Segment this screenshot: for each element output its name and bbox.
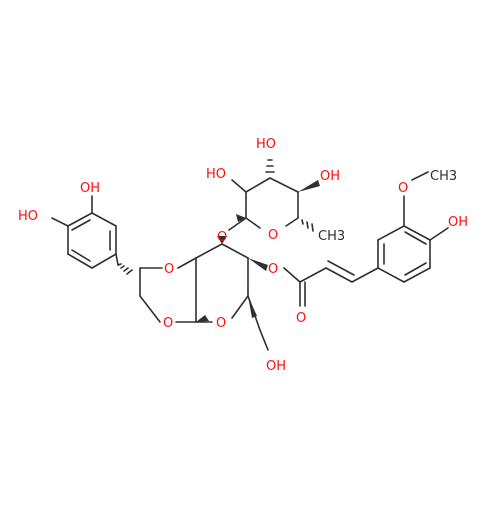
bond [301,219,304,225]
atom-label-o: O [268,262,278,277]
bond [139,295,161,323]
bond [245,177,271,193]
bond [228,217,247,231]
bond [311,223,314,232]
bond [377,267,405,283]
wedge-bond [248,258,268,271]
atom-label-ch3: CH3 [430,169,457,184]
bond [411,171,429,181]
dioxane-ring [139,257,197,323]
atom-label-o: O [216,316,226,331]
atom-label-o: O [163,316,173,331]
bond [299,267,327,283]
bond [403,225,431,241]
atom-label-o: O [164,262,174,277]
bond [325,267,353,283]
wedge-bond [196,315,209,322]
bond [195,243,223,259]
bond [285,217,299,227]
bond [245,217,261,229]
atom-label-ch3: CH3 [318,229,345,244]
bond [177,257,197,269]
hashed-bond [117,263,133,275]
bond [403,267,431,283]
bond [327,260,355,276]
bond [231,295,249,319]
bond [404,231,427,245]
bond [123,267,129,272]
bond [67,253,93,269]
atom-label-o: O [398,181,408,196]
bond [377,225,405,241]
atom-label-oh: OH [80,181,100,196]
bond [126,269,133,275]
wedge-bond [217,236,227,244]
atom-label-ho: HO [206,167,226,182]
bond [67,212,93,227]
bond [71,249,91,262]
bond [91,253,117,269]
hashed-bond [265,159,275,173]
atom-label-ho: HO [18,209,38,224]
atom-label-o: O [296,311,306,326]
bond [404,262,427,276]
bond [71,219,91,231]
bond [429,227,449,241]
bond [120,265,125,269]
bond [306,221,309,229]
bond [283,267,301,283]
bond [51,217,69,227]
bond [231,179,247,193]
bond [115,253,119,266]
atom-label-o: O [268,228,278,243]
bond [221,243,249,259]
atom-label-ho: HO [256,137,276,152]
wedge-bond [298,180,320,192]
atom-label-oh: OH [448,215,468,230]
hashed-bond [301,219,314,232]
atom-label-oh: OH [320,169,340,184]
wedge-bond [248,296,257,318]
wedge-bond [236,214,246,222]
catechol-ring [51,195,117,269]
ferulic-ring [377,225,431,283]
atom-label-o: O [217,230,227,245]
bond [91,212,117,227]
bond [351,267,379,283]
bond [259,329,269,351]
bond [269,177,299,193]
pyranose-ring [195,243,249,323]
rhamnose-ring [228,177,299,231]
atom-label-oh: OH [266,359,286,374]
